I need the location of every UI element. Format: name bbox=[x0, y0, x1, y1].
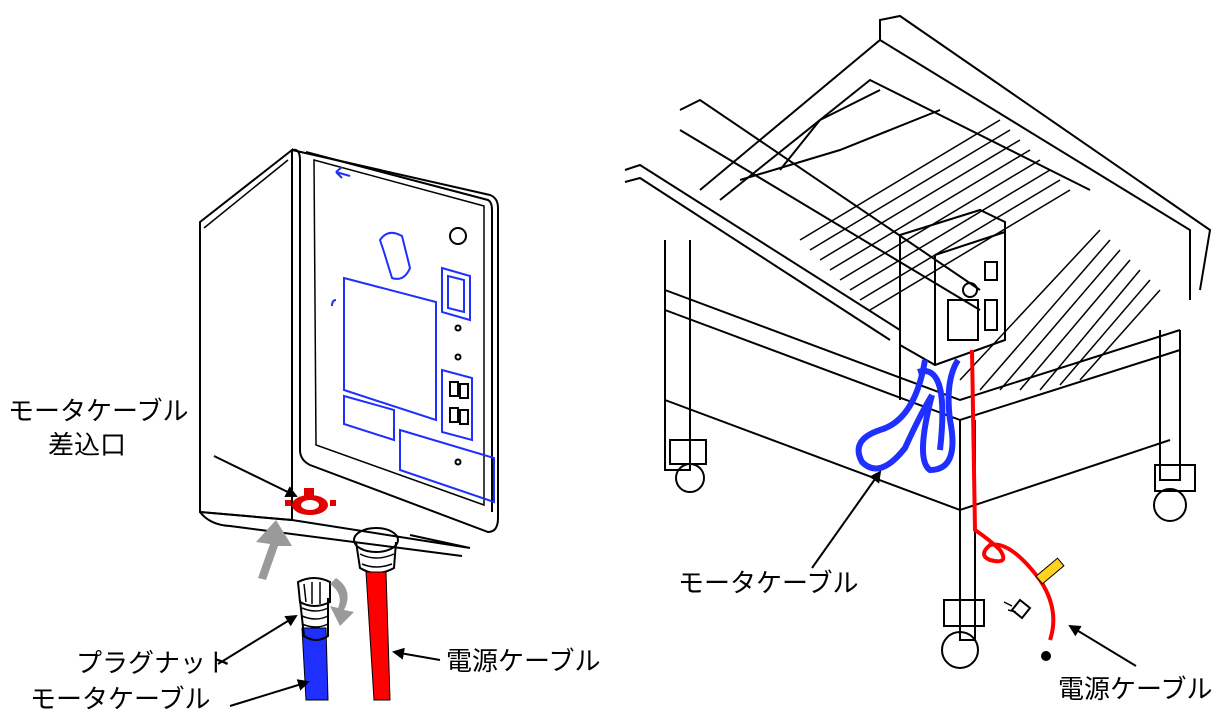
caster-front-left bbox=[669, 439, 707, 493]
caster-front-right bbox=[941, 599, 985, 669]
control-box bbox=[199, 147, 499, 574]
direction-arrows bbox=[256, 520, 354, 626]
leader-power-cable-right bbox=[1068, 624, 1137, 667]
label-motor-cable-inlet-1: モータケーブル bbox=[8, 397, 188, 427]
indicator-light-icon bbox=[449, 227, 467, 245]
leader-power-cable-left bbox=[392, 647, 441, 661]
mounted-control-box bbox=[899, 208, 1006, 367]
roller-bed-upper bbox=[799, 119, 1071, 311]
motor-cable-left bbox=[296, 577, 331, 701]
motor-cable-right bbox=[855, 358, 961, 474]
motor-cable-inlet bbox=[285, 488, 336, 515]
outlet-slot-icon bbox=[449, 381, 459, 397]
display-window bbox=[441, 266, 471, 322]
caster-rear-right bbox=[1153, 464, 1196, 522]
label-power-cable-left: 電源ケーブル bbox=[446, 647, 600, 677]
label-motor-cable-inlet-2: 差込口 bbox=[48, 431, 126, 461]
insert-arrow-icon bbox=[256, 520, 292, 580]
power-plug-icon bbox=[1003, 557, 1065, 661]
leader-plug-nut bbox=[217, 614, 298, 665]
conveyor-machine bbox=[624, 14, 1212, 669]
direction-arrow-icon bbox=[335, 166, 351, 179]
power-cable-right bbox=[970, 349, 1056, 641]
leader-motor-cable-left bbox=[229, 679, 310, 707]
label-plug-nut: プラグナット bbox=[76, 649, 232, 679]
rotate-arrow-icon bbox=[330, 578, 354, 626]
power-cable-left bbox=[365, 571, 391, 701]
label-motor-cable-left: モータケーブル bbox=[30, 685, 210, 715]
label-plate bbox=[343, 276, 437, 422]
rotary-switch-icon bbox=[378, 231, 412, 280]
label-power-cable-right: 電源ケーブル bbox=[1058, 675, 1212, 705]
leader-motor-cable-right bbox=[811, 470, 882, 569]
outlet-panel bbox=[441, 368, 473, 442]
control-panel-face bbox=[331, 166, 495, 504]
label-motor-cable-right: モータケーブル bbox=[678, 569, 858, 599]
leader-inlet bbox=[213, 455, 298, 498]
